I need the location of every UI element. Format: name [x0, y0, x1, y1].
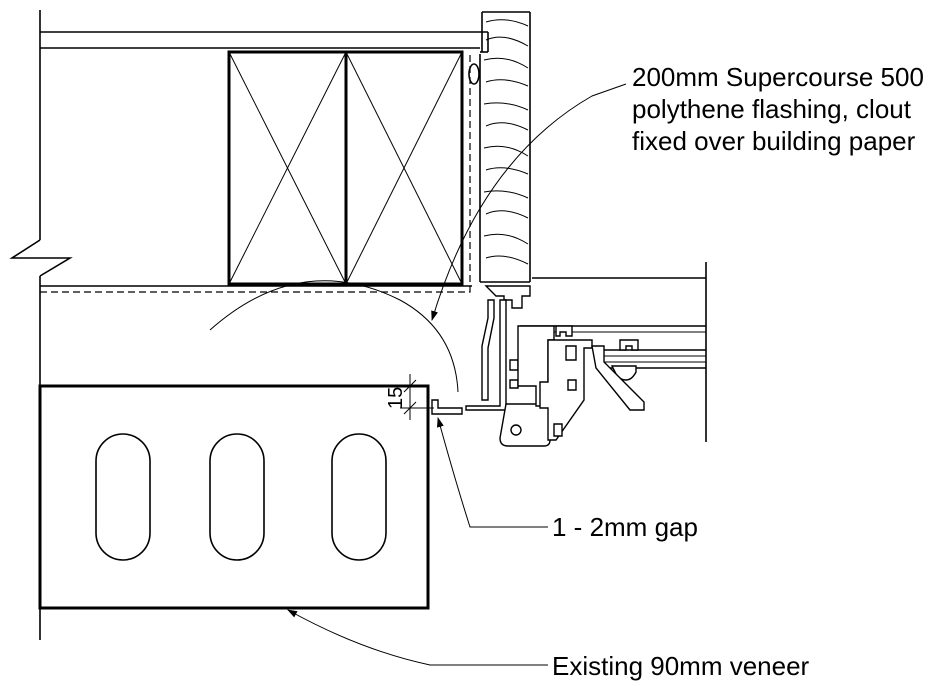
brick-veneer — [38, 384, 430, 610]
flashing-callout: 200mm Supercourse 500 polythene flashing… — [632, 62, 931, 156]
brick-core-hole — [95, 433, 151, 561]
flashing-line-3: fixed over building paper — [632, 126, 916, 156]
flashing-line-2: polythene flashing, clout — [632, 94, 912, 124]
brick-core-hole — [331, 433, 387, 561]
gap-leader — [437, 417, 548, 528]
blocking-members — [227, 50, 464, 286]
timber-framing — [9, 10, 489, 640]
flashing-arc — [209, 280, 459, 393]
brick-core-hole — [209, 433, 265, 561]
dimension-15: 15 — [385, 374, 434, 420]
window-frame — [431, 262, 707, 447]
timber-cladding — [468, 11, 531, 283]
dimension-text: 15 — [385, 387, 407, 409]
flashing-leader — [431, 83, 627, 321]
gap-callout: 1 - 2mm gap — [552, 512, 698, 542]
veneer-callout: Existing 90mm veneer — [552, 651, 810, 681]
veneer-leader — [287, 609, 548, 666]
flashing-line-1: 200mm Supercourse 500 — [632, 62, 924, 92]
